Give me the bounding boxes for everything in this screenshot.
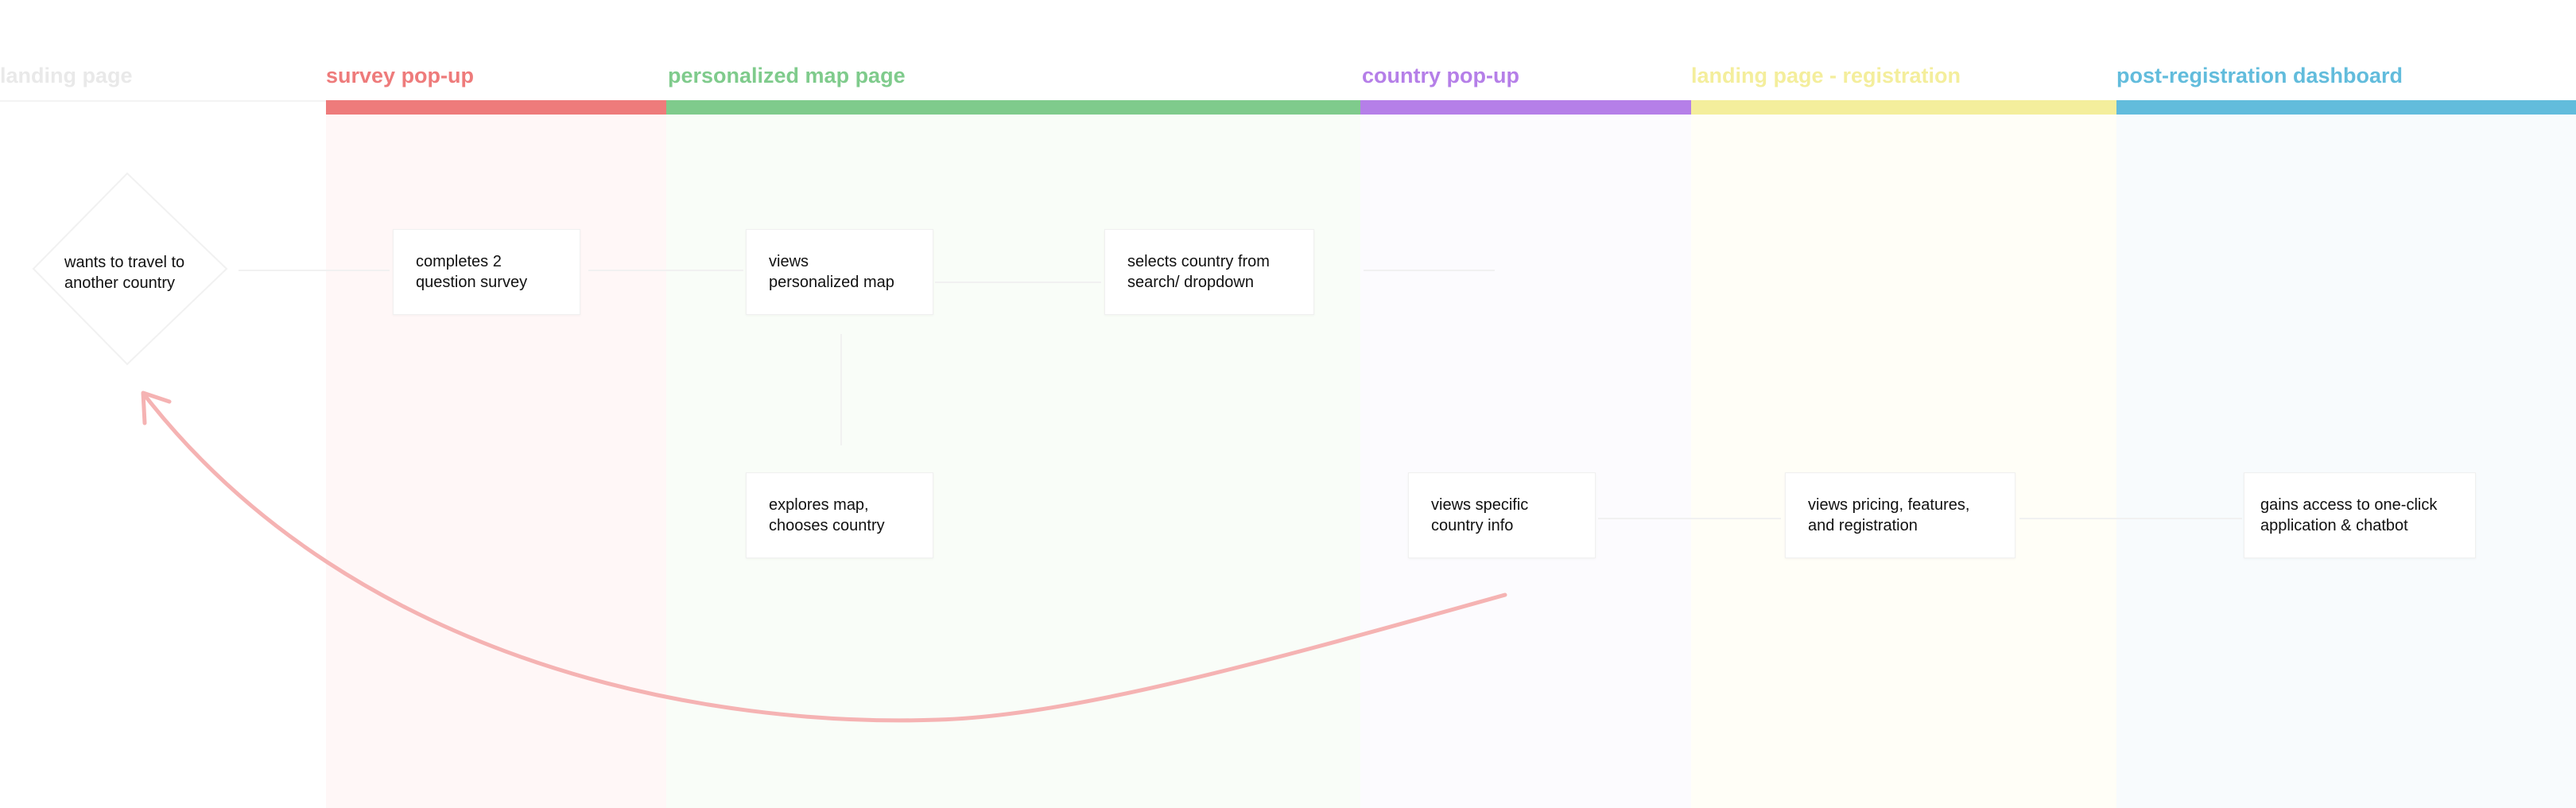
node-view-map[interactable]: views personalized map xyxy=(746,229,933,315)
lane-title-map: personalized map page xyxy=(668,64,906,87)
lane-title-dashboard: post-registration dashboard xyxy=(2116,64,2403,87)
node-access[interactable]: gains access to one-click application & … xyxy=(2244,472,2476,558)
lane-country-bar xyxy=(1360,100,1691,115)
lane-survey xyxy=(326,100,666,808)
lane-dashboard xyxy=(2116,100,2576,808)
landing-lane-guide xyxy=(0,100,326,102)
lane-title-landing: landing page xyxy=(0,64,133,87)
lane-title-registration: landing page - registration xyxy=(1691,64,1961,87)
node-explore-map[interactable]: explores map, chooses country xyxy=(746,472,933,558)
start-decision-diamond xyxy=(32,172,228,366)
lane-map-bar xyxy=(666,100,1360,115)
node-pricing[interactable]: views pricing, features, and registratio… xyxy=(1785,472,2015,558)
node-survey[interactable]: completes 2 question survey xyxy=(393,229,580,315)
lane-registration-bar xyxy=(1691,100,2116,115)
loop-back-arrow xyxy=(142,393,1507,723)
lane-survey-bar xyxy=(326,100,666,115)
node-select-country[interactable]: selects country from search/ dropdown xyxy=(1104,229,1314,315)
loop-arrowhead-icon xyxy=(141,390,172,425)
lane-title-country: country pop-up xyxy=(1362,64,1519,87)
node-start: wants to travel to another country xyxy=(64,254,185,292)
lane-map xyxy=(666,100,1360,808)
lane-dashboard-bar xyxy=(2116,100,2576,115)
lane-registration xyxy=(1691,100,2116,808)
node-country-info[interactable]: views specific country info xyxy=(1408,472,1596,558)
lane-country xyxy=(1360,100,1691,808)
lane-title-survey: survey pop-up xyxy=(326,64,475,87)
